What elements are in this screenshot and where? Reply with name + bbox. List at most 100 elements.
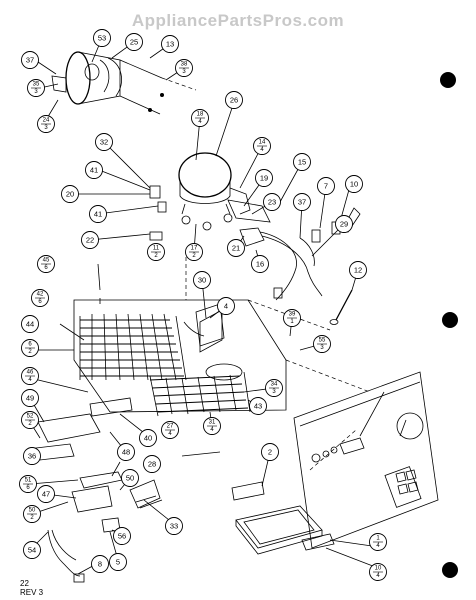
callout-43: 43 [249, 397, 267, 415]
callout-55-3: 553 [313, 335, 331, 353]
callout-label: 25 [130, 38, 138, 47]
callout-number: 24 [43, 118, 50, 124]
callout-quantity: 4 [210, 427, 214, 433]
callout-20: 20 [61, 185, 79, 203]
fan-motor-assembly [51, 51, 197, 115]
revision-number: 22 [20, 579, 29, 588]
callout-number: 31 [209, 420, 216, 426]
binder-hole-bottom [442, 562, 458, 578]
callout-41: 41 [85, 161, 103, 179]
callout-34-3: 343 [265, 379, 283, 397]
callout-49: 49 [21, 389, 39, 407]
callout-label: 37 [298, 198, 306, 207]
callout-16: 16 [251, 255, 269, 273]
drain-pan [181, 451, 335, 555]
callout-label: 4 [224, 302, 228, 311]
callout-51-6: 516 [19, 475, 37, 493]
callout-label: 41 [90, 166, 98, 175]
callout-number: 52 [27, 414, 34, 420]
callout-18-4: 184 [191, 109, 209, 127]
callout-37: 37 [293, 193, 311, 211]
callout-label: 23 [268, 198, 276, 207]
callout-label: 49 [26, 394, 34, 403]
base-plate [73, 250, 371, 413]
callout-label: 26 [230, 96, 238, 105]
callout-label: 10 [350, 180, 358, 189]
callout-4: 4 [217, 297, 235, 315]
callout-number: 35 [33, 82, 40, 88]
callout-quantity: 4 [260, 147, 264, 153]
callout-21: 21 [227, 239, 245, 257]
callout-label: 36 [28, 452, 36, 461]
callout-1-4: 14 [369, 533, 387, 551]
callout-10: 10 [345, 175, 363, 193]
callout-29: 29 [335, 215, 353, 233]
callout-number: 6 [28, 342, 32, 348]
callout-41: 41 [89, 205, 107, 223]
callout-label: 13 [166, 40, 174, 49]
heater-tube [329, 289, 353, 325]
callout-24-3: 243 [37, 115, 55, 133]
callout-8: 8 [91, 555, 109, 573]
callout-7: 7 [317, 177, 335, 195]
lower-left-parts [35, 397, 163, 583]
callout-label: 53 [98, 34, 106, 43]
callout-label: 37 [26, 56, 34, 65]
relay-parts [149, 185, 271, 247]
callout-38-3: 383 [175, 59, 193, 77]
callout-23: 23 [263, 193, 281, 211]
callout-label: 54 [28, 546, 36, 555]
callout-15: 15 [293, 153, 311, 171]
callout-quantity: 6 [26, 485, 30, 491]
callout-label: 15 [298, 158, 306, 167]
callout-11-2: 112 [147, 243, 165, 261]
callout-label: 40 [144, 434, 152, 443]
callout-26: 26 [225, 91, 243, 109]
callout-quantity: 4 [376, 543, 380, 549]
callout-quantity: 3 [34, 89, 38, 95]
callout-quantity: 3 [320, 345, 324, 351]
callout-44: 44 [21, 315, 39, 333]
callout-number: 34 [271, 382, 278, 388]
callout-quantity: 6 [44, 265, 48, 271]
condenser-coil-left [79, 313, 187, 381]
callout-quantity: 3 [44, 125, 48, 131]
callout-quantity: 2 [28, 421, 32, 427]
callout-number: 55 [319, 338, 326, 344]
compressor [178, 152, 251, 231]
callout-label: 41 [94, 210, 102, 219]
callout-label: 5 [116, 558, 120, 567]
callout-56: 56 [113, 527, 131, 545]
callout-label: 21 [232, 244, 240, 253]
callout-quantity: 3 [272, 389, 276, 395]
leader-lines [29, 37, 424, 575]
callout-42-6: 426 [31, 289, 49, 307]
callout-label: 12 [354, 266, 362, 275]
callout-label: 47 [42, 490, 50, 499]
callout-46-4: 464 [21, 367, 39, 385]
callout-label: 56 [118, 532, 126, 541]
callout-50-2: 502 [23, 505, 41, 523]
callout-quantity: 2 [28, 349, 32, 355]
callout-33: 33 [165, 517, 183, 535]
callout-quantity: 2 [192, 253, 196, 259]
condenser-fan-bracket [183, 303, 225, 347]
callout-27-4: 274 [161, 421, 179, 439]
callout-32: 32 [95, 133, 113, 151]
callout-label: 8 [98, 560, 102, 569]
callout-label: 30 [198, 276, 206, 285]
callout-quantity: 4 [168, 431, 172, 437]
callout-label: 7 [324, 182, 328, 191]
callout-number: 42 [37, 292, 44, 298]
callout-22: 22 [81, 231, 99, 249]
control-panel [293, 371, 439, 549]
callout-quantity: 1 [290, 319, 294, 325]
binder-hole-top [440, 72, 456, 88]
callout-number: 45 [43, 258, 50, 264]
callout-number: 17 [191, 246, 198, 252]
callout-label: 43 [254, 402, 262, 411]
callout-number: 39 [289, 312, 296, 318]
callout-label: 28 [148, 460, 156, 469]
callout-number: 46 [27, 370, 34, 376]
